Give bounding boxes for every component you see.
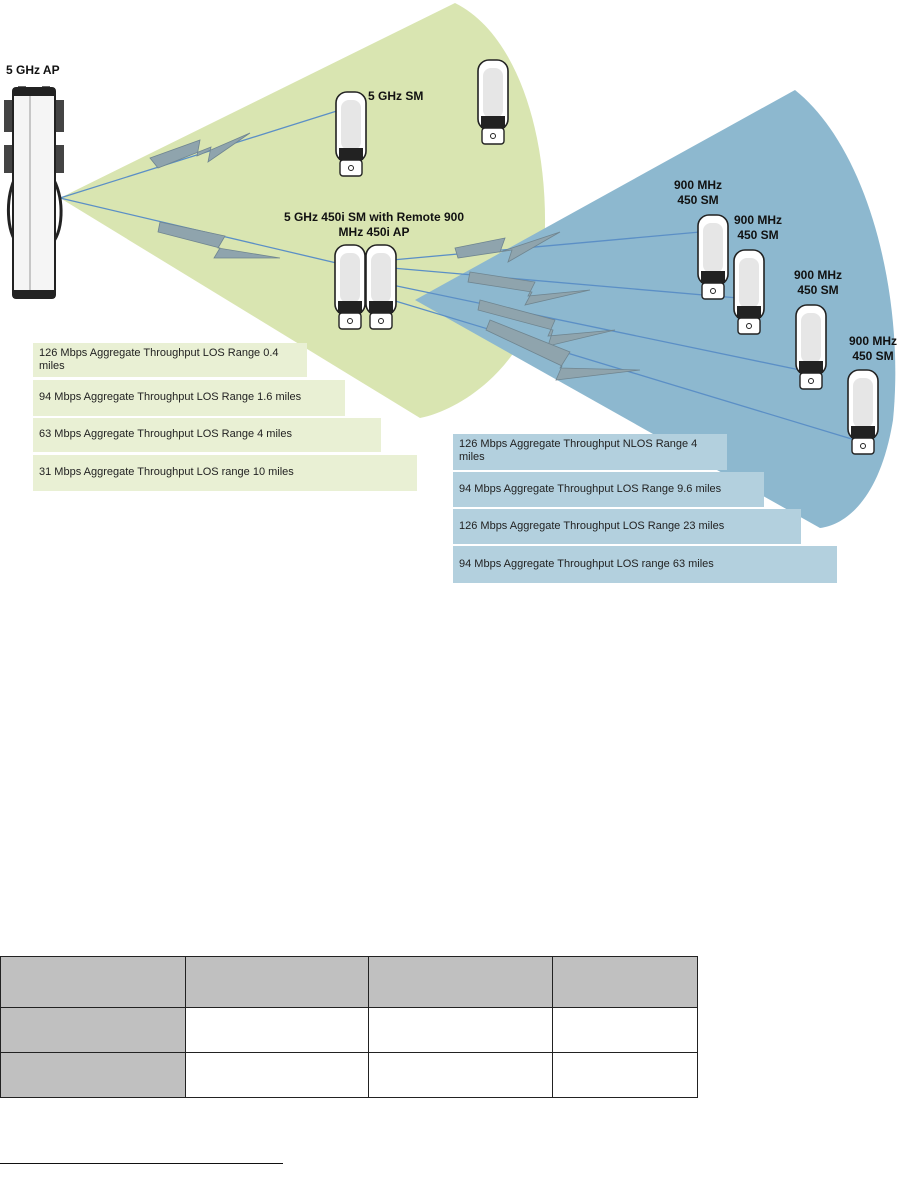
data-table (0, 956, 698, 1098)
range-box: 126 Mbps Aggregate Throughput LOS Range … (453, 509, 801, 544)
blue-coverage-area (415, 90, 896, 528)
remote-sm-label: 900 MHz (794, 268, 842, 282)
signal-bolts (149, 132, 641, 381)
table-cell (0, 1052, 186, 1098)
relay-label: MHz 450i AP (339, 225, 410, 239)
table-cell (552, 1007, 698, 1053)
relay-label: 5 GHz 450i SM with Remote 900 (284, 210, 464, 224)
remote-sm-label: 900 MHz (674, 178, 722, 192)
table-header-cell (552, 956, 698, 1008)
relay-ap-icon (365, 244, 397, 330)
table-cell (368, 1052, 553, 1098)
remote-sm-label: 450 SM (797, 283, 838, 297)
remote-sm-label: 450 SM (852, 349, 893, 363)
green-coverage-area (60, 3, 546, 418)
remote-sm-icon (847, 369, 879, 455)
table-cell (368, 1007, 553, 1053)
table-row (0, 1052, 698, 1098)
remote-sm-label: 450 SM (737, 228, 778, 242)
table-cell (185, 1052, 369, 1098)
table-header-row (0, 956, 698, 1008)
network-diagram: 5 GHz AP 5 GHz SM 5 GHz 450i SM with Rem… (4, 3, 897, 528)
ap-label: 5 GHz AP (6, 63, 60, 77)
sm-unit-icon (477, 59, 509, 145)
footnote-separator (0, 1163, 283, 1164)
table-row (0, 1007, 698, 1053)
range-box: 126 Mbps Aggregate Throughput NLOS Range… (453, 434, 727, 470)
range-box: 31 Mbps Aggregate Throughput LOS range 1… (33, 455, 417, 491)
remote-sm-label: 900 MHz (734, 213, 782, 227)
table-cell (185, 1007, 369, 1053)
ap-tower-icon (4, 86, 64, 299)
range-box: 94 Mbps Aggregate Throughput LOS Range 1… (33, 380, 345, 416)
range-box: 126 Mbps Aggregate Throughput LOS Range … (33, 343, 307, 377)
remote-sm-icon (795, 304, 827, 390)
remote-sm-label: 450 SM (677, 193, 718, 207)
remote-sm-icon (733, 249, 765, 335)
range-box: 94 Mbps Aggregate Throughput LOS Range 9… (453, 472, 764, 507)
table-header-cell (185, 956, 369, 1008)
sm-unit-icon (335, 91, 367, 177)
table-cell (0, 1007, 186, 1053)
table-header-cell (368, 956, 553, 1008)
range-box: 94 Mbps Aggregate Throughput LOS range 6… (453, 546, 837, 583)
relay-sm-icon (334, 244, 366, 330)
remote-sm-icon (697, 214, 729, 300)
sm-label: 5 GHz SM (368, 89, 423, 103)
table-cell (552, 1052, 698, 1098)
range-box: 63 Mbps Aggregate Throughput LOS Range 4… (33, 418, 381, 452)
remote-sm-label: 900 MHz (849, 334, 897, 348)
table-header-cell (0, 956, 186, 1008)
